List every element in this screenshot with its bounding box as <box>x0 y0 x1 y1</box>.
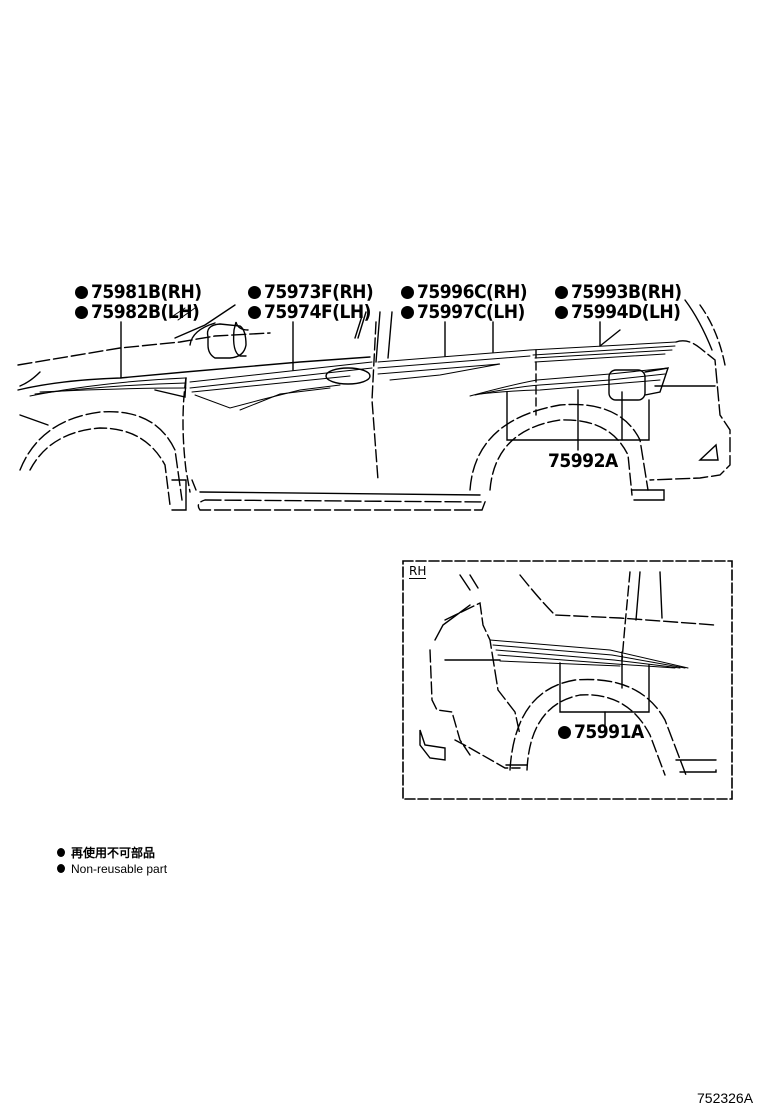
main-vehicle-view <box>17 299 731 511</box>
callout-front-fender-lh: 75982B(LH) <box>75 302 200 322</box>
non-reusable-dot-icon <box>555 286 568 299</box>
illustration-code: 752326A <box>697 1090 754 1106</box>
callout-front-fender-rh: 75981B(RH) <box>75 282 202 302</box>
callout-quarter-upper-lh: 75994D(LH) <box>555 302 681 322</box>
callout-rear-door-rh: 75996C(RH) <box>401 282 528 302</box>
non-reusable-dot-icon <box>75 306 88 319</box>
legend-item-jp: 再使用不可部品 <box>57 846 155 860</box>
non-reusable-dot-icon <box>248 306 261 319</box>
callout-quarter-lower-lh: 75992A <box>548 450 618 472</box>
inset-rh-view <box>402 560 733 800</box>
non-reusable-dot-icon <box>401 286 414 299</box>
callout-front-door-rh: 75973F(RH) <box>248 282 374 302</box>
non-reusable-dot-icon <box>555 306 568 319</box>
callout-quarter-lower-rh: 75991A <box>558 722 644 742</box>
non-reusable-dot-icon <box>558 726 571 739</box>
legend-dot-icon <box>57 864 65 873</box>
non-reusable-dot-icon <box>401 306 414 319</box>
non-reusable-dot-icon <box>75 286 88 299</box>
legend-dot-icon <box>57 848 65 857</box>
non-reusable-dot-icon <box>248 286 261 299</box>
callout-front-door-lh: 75974F(LH) <box>248 302 371 322</box>
callout-rear-door-lh: 75997C(LH) <box>401 302 525 322</box>
legend-item-en: Non-reusable part <box>57 862 167 876</box>
callout-quarter-upper-rh: 75993B(RH) <box>555 282 682 302</box>
inset-side-tag: RH <box>409 564 427 579</box>
